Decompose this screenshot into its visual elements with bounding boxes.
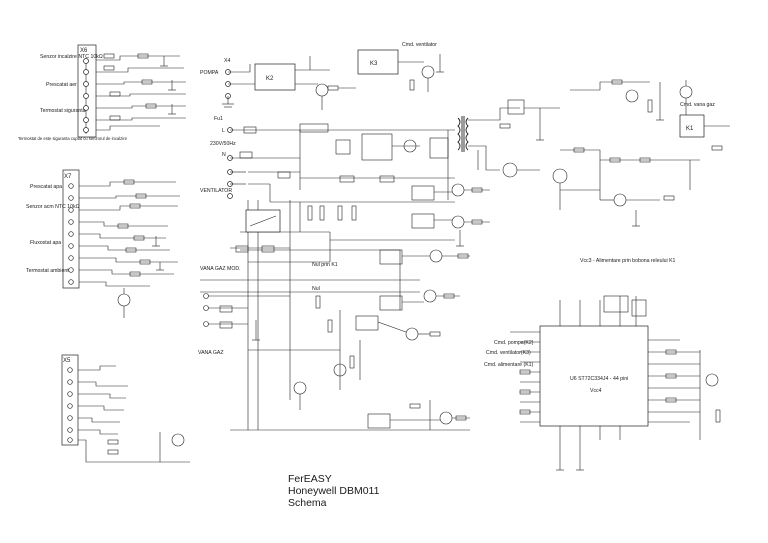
mcu-label: U6 ST72C334J4 - 44 pini: [570, 376, 628, 382]
connector-x7-block: X7 Prescatat apa Senzor acm NTC 10kΩ Flu…: [26, 169, 180, 318]
pump-label: POMPA: [200, 70, 219, 76]
relay-k2-label: K2: [266, 76, 274, 82]
relay-k2-block: K2: [254, 56, 356, 110]
svg-text:L: L: [222, 128, 225, 134]
vcc3-note-label: Vcc3 - Alimentare prin bobona releului K…: [580, 258, 676, 264]
power-supply-block: [248, 99, 560, 203]
power-input-block: POMPA X4 Fu1 230V/50Hz L N VENTILATOR: [200, 58, 300, 199]
nul-label: Nul: [312, 286, 320, 292]
connector-x5-block: X5: [61, 354, 190, 463]
relay-k3-label: K3: [370, 61, 378, 67]
svg-text:N: N: [222, 152, 226, 158]
relay-k3-block: K3 Cmd. ventilator: [357, 42, 444, 92]
safety-note-label: Termostat de este siguranta cuplat cu se…: [18, 136, 128, 141]
mcu-u6-block: U6 ST72C334J4 - 44 pini Vcc4 Cmd. pompa(…: [484, 295, 721, 471]
preset-air-label: Prescatat aer: [46, 82, 77, 88]
sensor-boiler-label: Senzor incalzire NTC 10kΩ: [40, 54, 103, 60]
supply-label: 230V/50Hz: [210, 141, 236, 147]
cmd-supply-k1-label: Cmd. alimentare (K1): [484, 362, 534, 368]
flow-water-label: Fluxostat apa: [30, 240, 61, 246]
nul-k1-label: Nul prin K1: [312, 262, 338, 268]
thermostat-safety-label: Termostat siguranta: [40, 108, 86, 114]
gas-valve-label: VANA GAZ: [198, 350, 224, 356]
fan-label: VENTILATOR: [200, 188, 232, 194]
preset-water-label: Prescatat apa: [30, 184, 62, 190]
fuse-label: Fu1: [214, 116, 223, 122]
gas-valve-mod-label: VANA GAZ MOD.: [200, 266, 241, 272]
connector-x4-label: X4: [224, 58, 230, 64]
relay-k1-coil-block: Nul prin K1 Nul VANA GAZ MOD. VANA GAZ: [198, 202, 357, 356]
connector-x5-label: X5: [63, 358, 71, 364]
cmd-fan-k3-label: Cmd. ventilator(K3): [486, 350, 531, 356]
title-line-3: Schema: [288, 497, 327, 509]
optocoupler-array: [293, 183, 490, 430]
title-line-1: FerEASY: [288, 473, 332, 485]
cmd-fan-label: Cmd. ventilator: [402, 42, 437, 48]
vcc4-label: Vcc4: [590, 388, 602, 394]
connector-x7-label: X7: [64, 174, 72, 180]
cmd-pump-label: Cmd. pompa(K2): [494, 340, 534, 346]
title-line-2: Honeywell DBM011: [288, 485, 380, 497]
gas-valve-command-block: K1 Cmd. vana gaz: [552, 79, 730, 264]
thermostat-ambient-label: Termostat ambient: [26, 268, 69, 274]
relay-k1-label: K1: [686, 126, 694, 132]
main-bus: [200, 200, 470, 431]
sensor-water-label: Senzor acm NTC 10kΩ: [26, 204, 80, 210]
title-block: FerEASY Honeywell DBM011 Schema: [288, 473, 380, 509]
connector-x6-block: X6 Senzor incalzire NTC 10kΩ Prescatat a…: [18, 44, 186, 141]
connector-x6-label: X6: [80, 48, 88, 54]
cmd-gas-valve-label: Cmd. vana gaz: [680, 102, 715, 108]
